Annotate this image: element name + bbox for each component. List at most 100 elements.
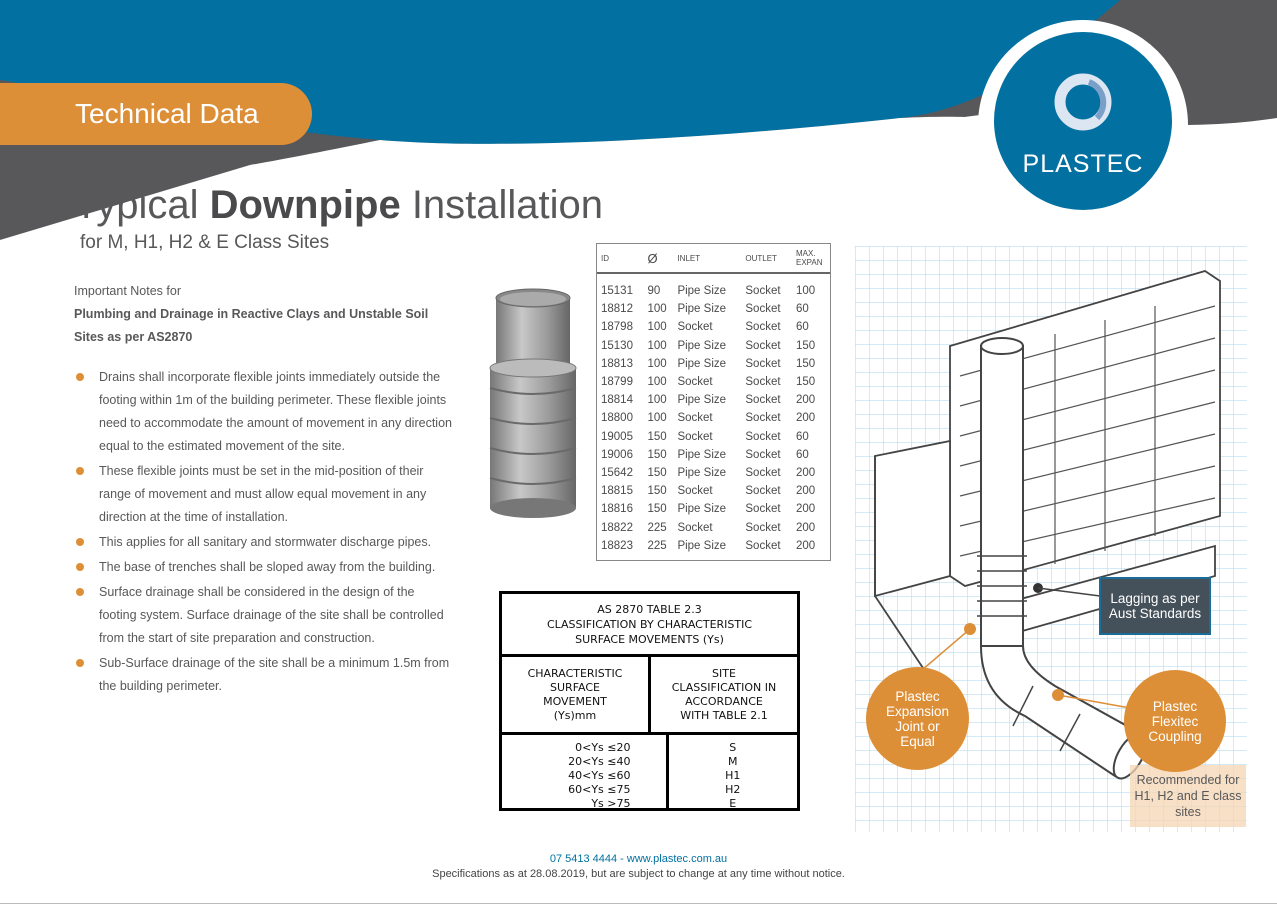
table-cell: 225 [647,539,667,552]
table-cell: 100 [796,285,816,298]
column-header: INLET [673,244,742,274]
table-cell: 200 [796,466,816,479]
notes-list: Drains shall incorporate flexible joints… [74,366,454,700]
table-cell: Pipe Size [677,285,727,298]
table-cell: 18815 [601,485,633,498]
table-cell: Pipe Size [677,503,727,516]
table-cell: 18813 [601,357,633,370]
table-cell: Socket [745,285,781,298]
table-cell: 18814 [601,394,633,407]
table-cell: Socket [745,521,781,534]
table-cell: 15642 [601,466,633,479]
table-cell: 100 [647,412,667,425]
table-cell: Pipe Size [677,394,727,407]
plastec-logo: PLASTEC [978,20,1188,230]
table-cell: 100 [647,376,667,389]
notes-heading: Important Notes for Plumbing and Drainag… [74,284,429,344]
table-cell: Socket [745,539,781,552]
table-cell: Socket [677,521,713,534]
table-cell: 15131 [601,285,633,298]
table-cell: Socket [677,376,713,389]
section-tab: Technical Data [0,83,312,145]
table-cell: 60 [796,430,809,443]
table-cell: Pipe Size [677,339,727,352]
table-cell: 150 [796,339,816,352]
table-cell: Socket [745,503,781,516]
table-cell: Socket [745,430,781,443]
table-cell: 19006 [601,448,633,461]
footer-disclaimer: Specifications as at 28.08.2019, but are… [432,868,845,880]
table-cell: 200 [796,521,816,534]
recommended-note: Recommended for H1, H2 and E class sites [1130,765,1246,827]
table-cell: Pipe Size [677,448,727,461]
table-cell: 150 [647,448,667,461]
table-cell: Socket [745,357,781,370]
table-cell: 200 [796,503,816,516]
table-cell: 18812 [601,303,633,316]
table-cell: 100 [647,394,667,407]
column-header: Ø [643,244,674,274]
table-cell: 150 [796,376,816,389]
table-cell: 100 [647,357,667,370]
expansion-joint-image [489,288,577,518]
note-item: Sub-Surface drainage of the site shall b… [74,652,454,698]
table-cell: 18822 [601,521,633,534]
table-cell: Socket [677,430,713,443]
table-cell: Socket [745,412,781,425]
table-cell: 225 [647,521,667,534]
table-cell: 18798 [601,321,633,334]
page-subtitle: for M, H1, H2 & E Class Sites [80,232,330,253]
column-header: MAX. EXPAN [792,244,830,274]
table-cell: Socket [677,412,713,425]
table-cell: 200 [796,394,816,407]
table-cell: Socket [745,394,781,407]
table-cell: 150 [647,485,667,498]
table-cell: 100 [647,303,667,316]
table-row: 18822 225 Socket Socket 200 [597,518,830,536]
table-cell: Socket [677,485,713,498]
lagging-label: Lagging as per Aust Standards [1099,577,1211,635]
note-item: These flexible joints must be set in the… [74,460,454,529]
page-title: Typical Downpipe Installation [74,183,604,227]
installation-diagram [855,246,1247,832]
table-cell: Pipe Size [677,539,727,552]
table-row: 18814 100 Pipe Size Socket 200 [597,391,830,409]
table-cell: Socket [745,376,781,389]
note-item: Drains shall incorporate flexible joints… [74,366,454,458]
expansion-joint-callout: Plastec Expansion Joint or Equal [866,667,969,770]
table-cell: 100 [647,321,667,334]
table-cell: 200 [796,485,816,498]
note-item: The base of trenches shall be sloped awa… [74,556,454,579]
table-cell: Socket [745,303,781,316]
table-cell: Pipe Size [677,357,727,370]
table-cell: Socket [745,339,781,352]
table-cell: 60 [796,303,809,316]
brand-name: PLASTEC [1022,150,1144,178]
table-cell: 150 [647,503,667,516]
table-cell: Socket [745,466,781,479]
table-cell: 60 [796,321,809,334]
footer-contact: 07 5413 4444 - www.plastec.com.au [549,853,728,865]
table-cell: Socket [745,448,781,461]
table-cell: Socket [745,321,781,334]
ring-logo-icon [1054,73,1112,131]
page-divider [0,903,1277,904]
table-cell: 19005 [601,430,633,443]
flexitec-coupling-callout: Plastec Flexitec Coupling [1124,670,1226,772]
table-cell: 18823 [601,539,633,552]
column-header: ID [597,244,644,274]
table-cell: 15130 [601,339,633,352]
